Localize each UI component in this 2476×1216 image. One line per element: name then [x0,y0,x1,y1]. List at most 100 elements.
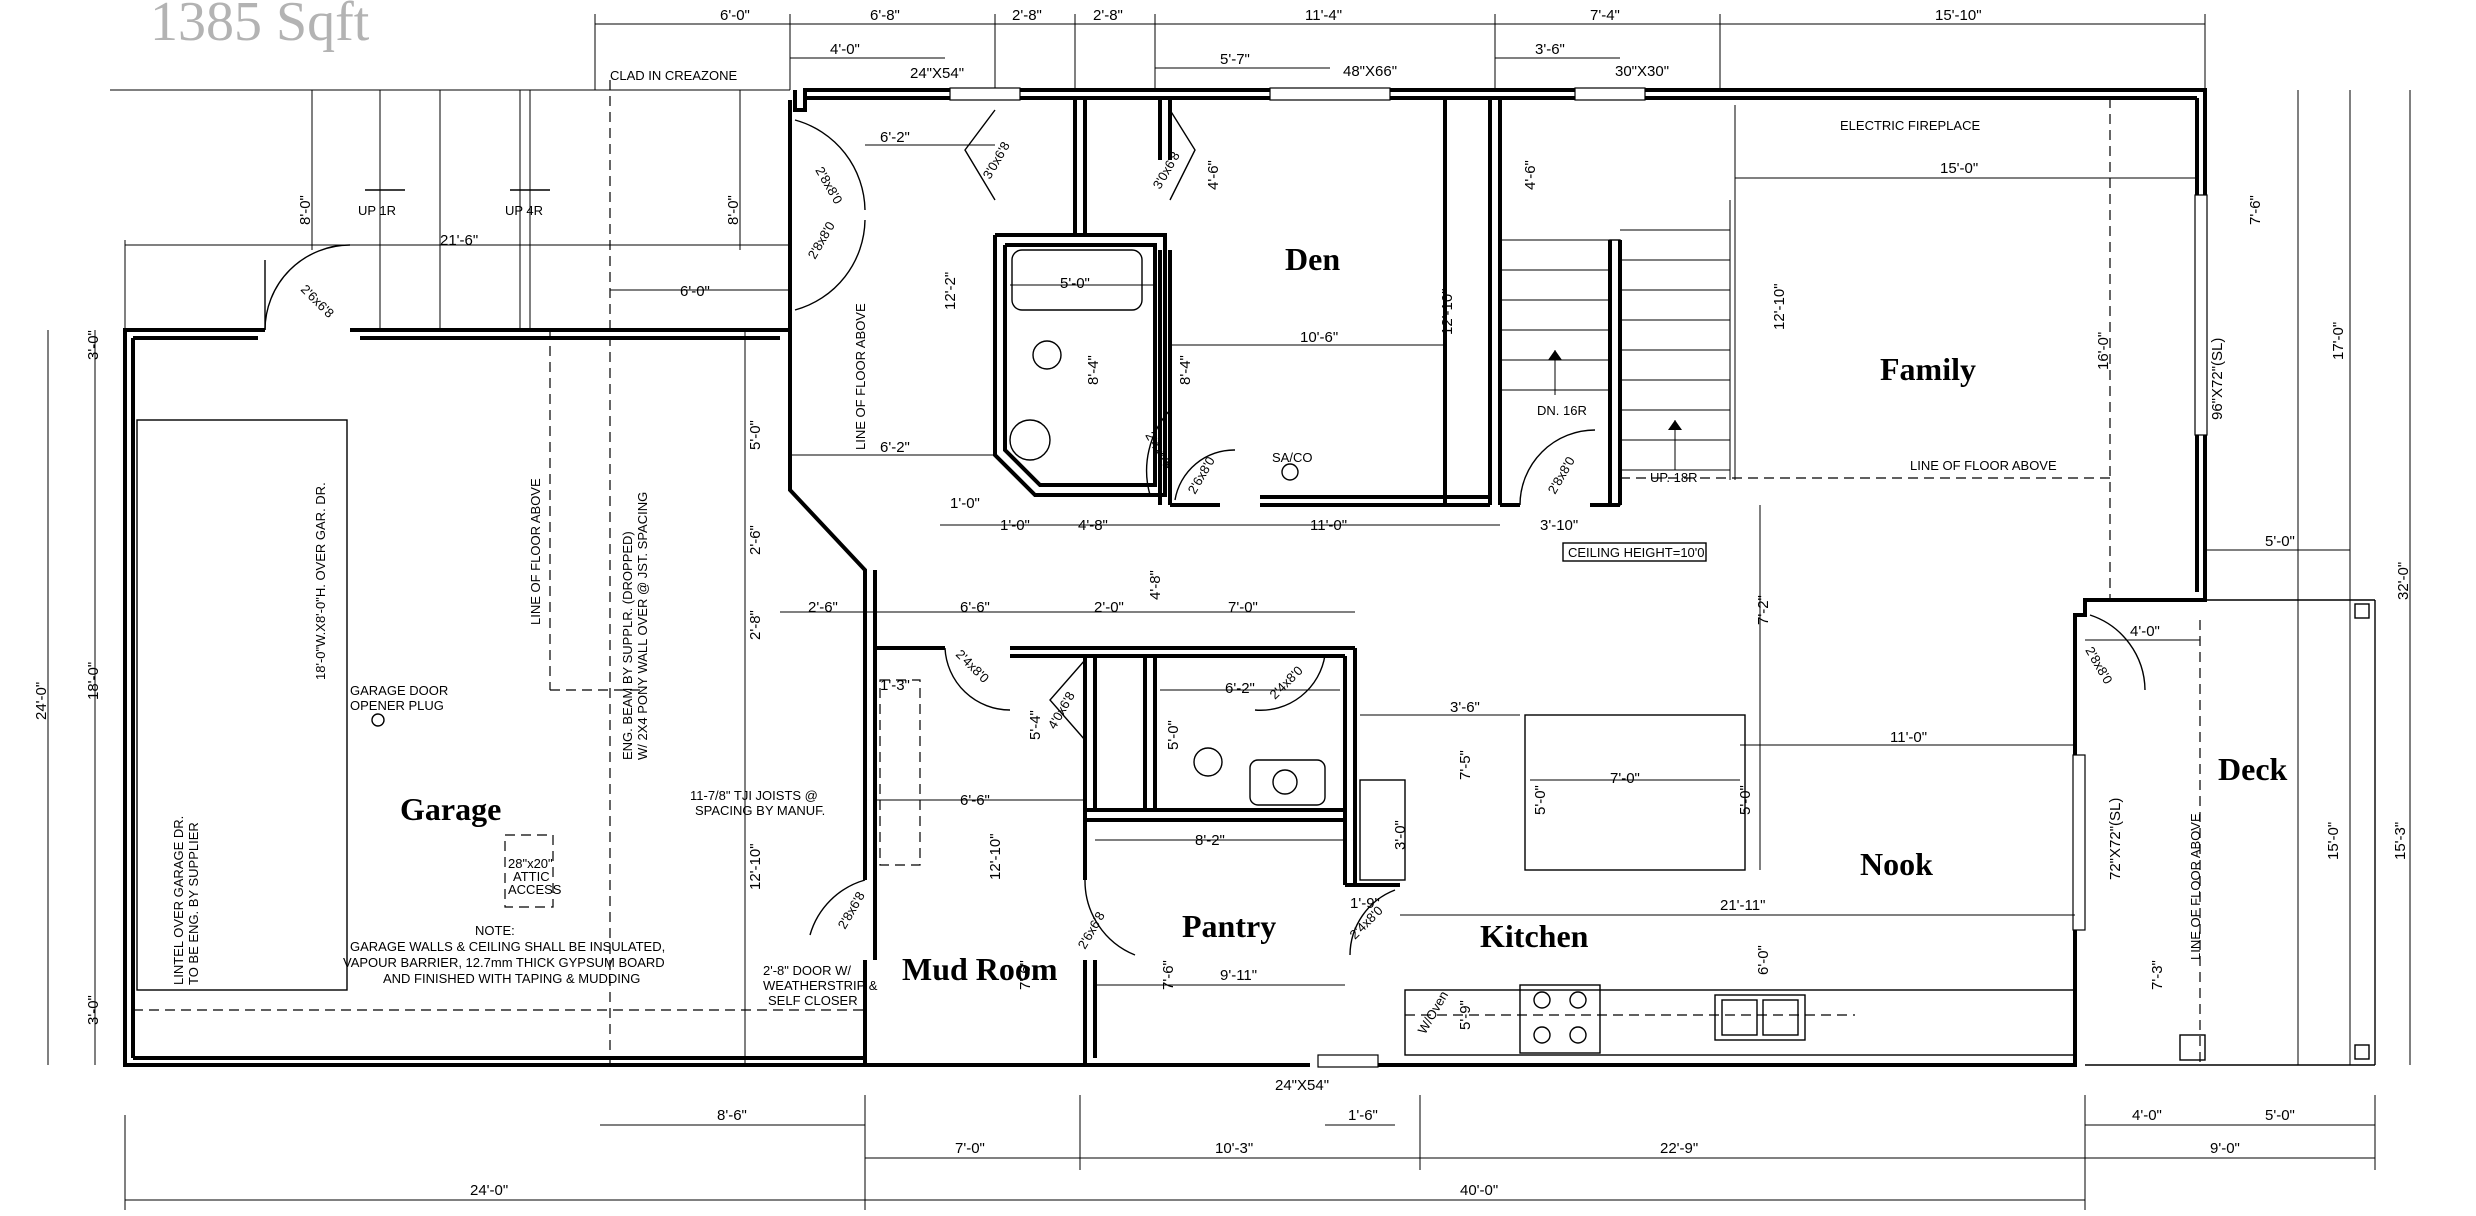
label-notes-saco: SA/CO [1272,450,1312,465]
label-dims-l2: 8'-0" [725,195,742,225]
label-dims-i50: 7'-3" [2149,960,2166,990]
label-dims-r5: 15'-3" [2392,822,2409,860]
label-notes-door_3: SELF CLOSER [768,993,858,1008]
label-dims-i28: 6'-2" [1225,680,1255,697]
label-dims-t10: 3'-6" [1535,41,1565,58]
label-dims-b9: 24'-0" [470,1182,508,1199]
top-dimensions: 6'-0" 6'-8" 2'-8" 2'-8" 11'-4" 7'-4" 15'… [594,7,2206,90]
label-dims-i51: 2'-6" [747,525,764,555]
label-dims-l6: 24'-0" [33,682,50,720]
bottom-dimensions: 8'-6" 1'-6" 4'-0" 5'-0" 7'-0" 10'-3" 22'… [124,1077,2376,1210]
label-dims-i47: 12'-10" [747,843,764,890]
label-dims-i49: 4'-0" [2130,623,2160,640]
label-dims-i26: 7'-2" [1755,595,1772,625]
label-windows-w5: 96"X72"(SL) [2209,338,2226,420]
label-dims-t1: 6'-0" [720,7,750,24]
label-dims-l3: 3'-0" [85,330,102,360]
label-doors-d10: 2'4x8'0 [953,647,992,686]
label-dims-r1: 7'-6" [2247,195,2264,225]
label-notes-dn_16r: DN. 16R [1537,403,1587,418]
label-dims-i6: 6'-2" [880,439,910,456]
label-dims-i52: 2'-8" [747,610,764,640]
label-dims-i41: 1'-9" [1350,895,1380,912]
label-notes-line_floor_above: LINE OF FLOOR ABOVE [853,303,868,450]
label-windows-w4: 24"X54" [1275,1077,1329,1094]
label-dims-i24: 7'-0" [1228,599,1258,616]
label-notes-garage_door_1: GARAGE DOOR [350,683,448,698]
label-notes-up_1r: UP 1R [358,203,396,218]
label-dims-i25: 4'-8" [1147,570,1164,600]
label-notes-ceiling_height: CEILING HEIGHT=10'0 [1568,545,1705,560]
label-dims-i30: 6'-6" [960,792,990,809]
label-notes-line_floor_above: LINE OF FLOOR ABOVE [2188,813,2203,960]
label-doors-d7: 2'6x8'0 [1185,454,1218,496]
label-notes-attic_1: 28"x20" [508,856,553,871]
label-dims-i12: 8'-4" [1085,355,1102,385]
label-dims-i20: 3'-10" [1540,517,1578,534]
label-notes-fireplace: ELECTRIC FIREPLACE [1840,118,1980,133]
label-notes-up_4r: UP 4R [505,203,543,218]
label-notes-garage_door_2: OPENER PLUG [350,698,444,713]
label-dims-t8: 4'-0" [830,41,860,58]
label-dims-b1: 8'-6" [717,1107,747,1124]
label-dims-i5: 10'-6" [1300,329,1338,346]
label-dims-i15: 4'-6" [1522,160,1539,190]
label-dims-i35: 5'-0" [1737,785,1754,815]
label-dims-i36: 5'-4" [1027,710,1044,740]
label-dims-i2: 6'-0" [680,283,710,300]
upper-details: 6'-2" 5'-0" 10'-6" 6'-2" 12'-2" 8'-4" 8'… [790,98,2197,600]
label-dims-b2: 1'-6" [1348,1107,1378,1124]
garage-details: 21'-6" 6'-0" UP 1R UP 4R LINE OF FLOOR A… [110,80,865,1065]
room-nook: Nook [1860,846,1933,882]
label-dims-i27: 3'-6" [1450,699,1480,716]
label-notes-line_floor_above: LINE OF FLOOR ABOVE [528,478,543,625]
label-dims-b8: 9'-0" [2210,1140,2240,1157]
label-dims-i33: 11'-0" [1890,729,1927,746]
label-dims-t7: 15'-10" [1935,7,1982,24]
label-notes-oven: W/Oven [1415,988,1451,1036]
label-windows-w1: 24"X54" [910,65,964,82]
room-den: Den [1285,241,1340,277]
label-dims-l5: 3'-0" [85,995,102,1025]
label-dims-t6: 7'-4" [1590,7,1620,24]
label-dims-i1: 21'-6" [440,232,478,249]
room-garage: Garage [400,791,501,827]
label-dims-i22: 6'-6" [960,599,990,616]
label-dims-i38: 7'-5" [1457,750,1474,780]
label-dims-i34: 5'-0" [1532,785,1549,815]
label-dims-b4: 5'-0" [2265,1107,2295,1124]
label-dims-i18: 4'-8" [1078,517,1108,534]
label-windows-w2: 48"X66" [1343,63,1397,80]
label-dims-t4: 2'-8" [1093,7,1123,24]
label-dims-t9: 5'-7" [1220,51,1250,68]
label-dims-i29: 1'-3" [880,677,910,694]
label-dims-i11: 16'-0" [2095,332,2112,370]
label-dims-b10: 40'-0" [1460,1182,1498,1199]
label-dims-i23: 2'-0" [1094,599,1124,616]
right-dimensions: 7'-6" 17'-0" 32'-0" 15'-3" 15'-0" 5'-0" … [2205,90,2412,1065]
label-doors-d15: 2'8x6'8 [835,889,868,931]
label-dims-i10: 12'-10" [1439,288,1456,335]
label-notes-door_1: 2'-8" DOOR W/ [763,963,851,978]
room-family: Family [1880,351,1976,387]
label-doors-d8: 2'8x8'0 [1545,454,1578,496]
label-dims-i3: 6'-2" [880,129,910,146]
label-notes-beam_2: W/ 2X4 PONY WALL OVER @ JST. SPACING [635,492,650,760]
label-dims-i8: 12'-10" [1771,283,1788,330]
label-dims-r4: 32'-0" [2395,562,2412,600]
label-notes-line_floor_above: LINE OF FLOOR ABOVE [1910,458,2057,473]
label-notes-over_gar: 18'-0"W.X8'-0"H. OVER GAR. DR. [313,482,328,680]
label-notes-note_h: NOTE: [475,923,515,938]
label-dims-t5: 11'-4" [1305,7,1342,24]
middle-details: 2'-6" 6'-6" 2'-0" 7'-0" 4'-8" 7'-2" 3'-6… [763,505,2376,1066]
label-dims-l4: 18'-0" [85,662,102,700]
label-dims-i42: 9'-11" [1220,967,1257,984]
label-dims-b3: 4'-0" [2132,1107,2162,1124]
label-dims-b6: 10'-3" [1215,1140,1253,1157]
label-doors-d2: 2'8x8'0 [805,219,838,261]
label-dims-i14: 4'-6" [1205,160,1222,190]
label-dims-i21: 2'-6" [808,599,838,616]
doors: 2'6x6'8 2'8x8'0 2'8x8'0 3'0x6'8 3'0x6'8 … [264,109,2146,956]
label-dims-t3: 2'-8" [1012,7,1042,24]
